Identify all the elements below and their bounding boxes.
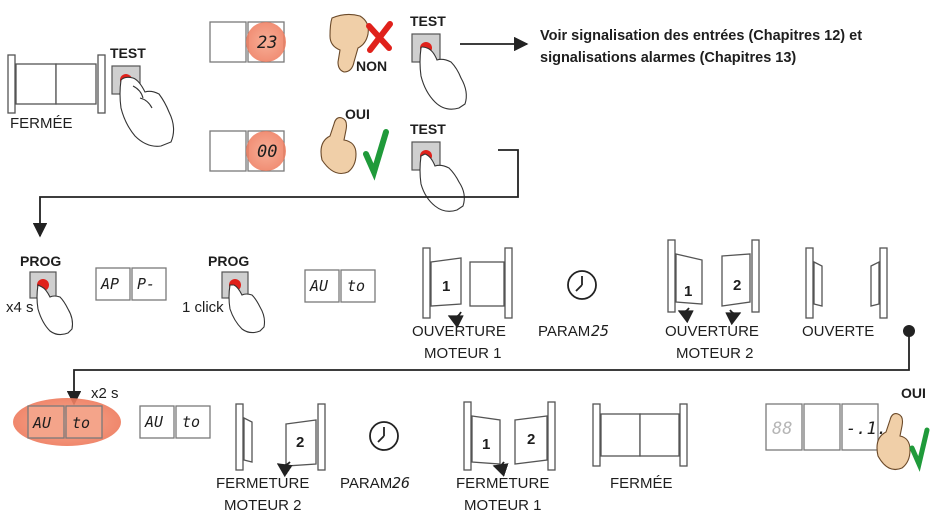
oui-label-1: OUI <box>345 106 370 122</box>
display-au-value: AU <box>309 277 329 295</box>
gate-closing-motor1-icon <box>463 401 556 477</box>
finger-press-icon-3 <box>419 153 465 212</box>
display-p-value: P- <box>137 275 155 293</box>
prog-button-2[interactable] <box>221 271 249 299</box>
fermeture-moteur1-line1: FERMETURE <box>456 475 549 492</box>
closed-gate-icon <box>7 54 106 114</box>
non-label: NON <box>356 58 387 74</box>
display-to2-value: to <box>182 413 200 431</box>
arrow-down-icon <box>32 149 519 238</box>
param26-value: 26 <box>392 474 410 492</box>
display-ap: AP P- <box>95 267 167 301</box>
param25-label: PARAM. <box>538 323 594 340</box>
gate-opening-motor1-icon <box>422 247 513 329</box>
x2s-label: x2 s <box>91 385 119 402</box>
cross-icon <box>366 21 393 53</box>
display-auto-2: AU to <box>139 405 211 439</box>
oui-label-2: OUI <box>901 385 926 401</box>
x4s-label: x4 s <box>6 299 34 316</box>
thumb-up-icon <box>320 117 357 175</box>
display-ap-value: AP <box>100 275 119 293</box>
closed-gate-icon-2 <box>592 403 688 467</box>
finger-press-icon-2 <box>419 46 467 110</box>
display-00-value: 00 <box>257 142 277 162</box>
fermee-label-2: FERMÉE <box>610 475 673 492</box>
ouverture-moteur1-line1: OUVERTURE <box>412 323 506 340</box>
ouverture-moteur1-line2: MOTEUR 1 <box>424 345 502 362</box>
test-label-1: TEST <box>110 45 146 61</box>
fermeture-moteur2-line2: MOTEUR 2 <box>224 497 302 514</box>
display-00: 00 <box>209 130 286 172</box>
ouverture-moteur2-line1: OUVERTURE <box>665 323 759 340</box>
prog-label-1: PROG <box>20 253 61 269</box>
check-icon <box>363 129 389 181</box>
display-au-red-value: AU <box>32 414 52 432</box>
display-auto-1: AU to <box>304 269 376 303</box>
gate-closing-motor2-icon <box>235 403 326 478</box>
note-line-1: Voir signalisation des entrées (Chapitre… <box>540 28 862 44</box>
finger-press-icon <box>119 76 175 147</box>
fermeture-moteur2-line1: FERMETURE <box>216 475 309 492</box>
display-au2-value: AU <box>144 413 164 431</box>
leaf-number-1b: 1 <box>684 283 692 300</box>
check-icon-2 <box>909 427 930 472</box>
ouverture-moteur2-line2: MOTEUR 2 <box>676 345 754 362</box>
prog-label-2: PROG <box>208 253 249 269</box>
display-88-value: 88 <box>772 419 792 439</box>
display-auto-red: AU to <box>13 398 121 446</box>
thumb-down-icon <box>329 13 369 73</box>
fermeture-moteur1-line2: MOTEUR 1 <box>464 497 542 514</box>
fermee-label-1: FERMÉE <box>10 115 73 132</box>
display-23-value: 23 <box>257 33 277 53</box>
thumb-up-icon-2 <box>876 413 911 471</box>
display-23: 23 <box>209 21 286 63</box>
finger-press-icon-4 <box>36 284 74 336</box>
leaf-number-1d: 1 <box>482 436 490 453</box>
arrow-down-icon-2 <box>66 331 910 406</box>
display-final-value: -.1. <box>846 419 887 439</box>
one-click-label: 1 click <box>182 299 224 316</box>
prog-button-1[interactable] <box>29 271 57 299</box>
test-label-3: TEST <box>410 121 446 137</box>
finger-press-icon-5 <box>228 284 266 334</box>
note-line-2: signalisations alarmes (Chapitres 13) <box>540 50 796 66</box>
leaf-number-2c: 2 <box>296 434 304 451</box>
display-to-red-value: to <box>72 414 90 432</box>
test-label-2: TEST <box>410 13 446 29</box>
leaf-number-2b: 2 <box>733 277 741 294</box>
display-88: 88 <box>765 403 841 451</box>
clock-icon-2 <box>369 421 399 451</box>
leaf-number-1a: 1 <box>442 278 450 295</box>
display-to-value: to <box>347 277 365 295</box>
leaf-number-2d: 2 <box>527 431 535 448</box>
clock-icon <box>567 270 597 300</box>
gate-open-icon <box>805 247 888 319</box>
param26-label: PARAM. <box>340 475 396 492</box>
ouverte-label: OUVERTE <box>802 323 874 340</box>
param25-value: 25 <box>591 322 609 340</box>
gate-opening-motor2-icon <box>667 239 760 326</box>
display-final-code: -.1. <box>841 403 887 451</box>
